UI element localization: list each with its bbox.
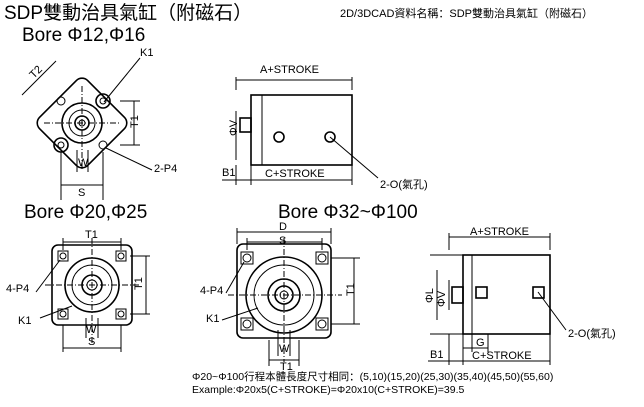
b1-label-bottom: B1	[430, 349, 443, 361]
k1-label-large: K1	[206, 313, 219, 325]
c-stroke-label-top: C+STROKE	[265, 168, 325, 180]
w-label-large: W	[279, 343, 290, 355]
l-label: ΦL	[424, 288, 436, 303]
a-stroke-label-bottom: A+STROKE	[470, 226, 529, 238]
a-stroke-label-top: A+STROKE	[260, 64, 319, 76]
k1-label-small: K1	[140, 47, 153, 59]
s-label-mid: S	[88, 336, 95, 348]
s-label-large-top: S	[279, 235, 286, 247]
bore-large-heading: Bore Φ32~Φ100	[278, 202, 418, 223]
v-label-bottom: ΦV	[436, 290, 448, 307]
small-bore-end-view: T2 K1 T1 W S 2-P4	[21, 47, 177, 200]
example-note: Example:Φ20x5(C+STROKE)=Φ20x10(C+STROKE)…	[192, 384, 465, 396]
t1-label-mid-top: T1	[85, 229, 98, 241]
stroke-length-note: Φ20~Φ100行程本體長度尺寸相同：(5,10)(15,20)(25,30)(…	[192, 371, 554, 383]
o-port-label-top: 2-O(氣孔)	[380, 177, 428, 191]
g-label: G	[476, 337, 485, 349]
t1-label-large: T1	[345, 283, 357, 296]
large-bore-end-view: D S T1 4-P4 K1 W T1	[200, 221, 360, 373]
p4-label-small: 2-P4	[154, 163, 177, 175]
s-label-small: S	[78, 187, 85, 199]
o-port-label-bottom: 2-O(氣孔)	[568, 326, 616, 340]
k1-label-mid: K1	[18, 315, 31, 327]
w-label-mid: W	[86, 324, 97, 336]
w-label-small: W	[78, 157, 89, 169]
page-title: SDP雙動治具氣缸（附磁石）	[4, 3, 253, 24]
side-view-top: A+STROKE ΦV 2-O(氣孔) B1 C+STROKE	[222, 64, 428, 191]
t2-label: T2	[27, 64, 45, 82]
d-label: D	[279, 221, 287, 233]
mid-bore-end-view: T1 T1 4-P4 K1 W S	[6, 229, 150, 352]
bore-mid-heading: Bore Φ20,Φ25	[24, 202, 148, 223]
cad-data-label: 2D/3DCAD資料名稱：SDP雙動治具氣缸（附磁石）	[340, 8, 594, 20]
b1-label-top: B1	[222, 167, 235, 179]
v-label: ΦV	[228, 119, 240, 136]
p4-label-large: 4-P4	[200, 285, 223, 297]
t1-label-small: T1	[129, 115, 141, 128]
p4-label-mid: 4-P4	[6, 283, 29, 295]
c-stroke-label-bottom: C+STROKE	[472, 350, 532, 362]
t-label-large: T1	[280, 361, 293, 373]
t1-label-mid-side: T1	[133, 277, 145, 290]
side-view-bottom: A+STROKE ΦL ΦV 2-O(氣孔) G B1 C+STROKE	[424, 226, 616, 365]
bore-small-heading: Bore Φ12,Φ16	[22, 25, 146, 46]
